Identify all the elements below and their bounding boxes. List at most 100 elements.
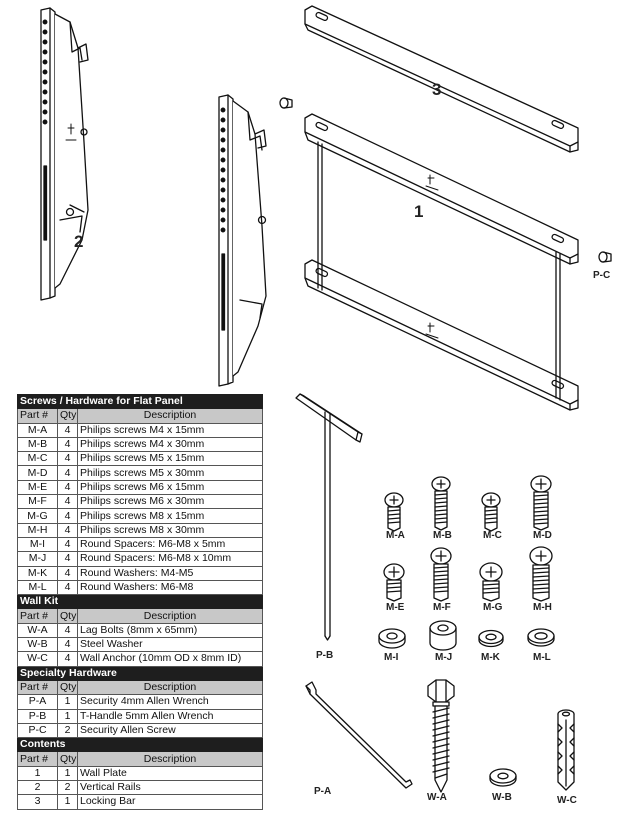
- part-cell: W-C: [17, 651, 58, 667]
- vertical-rail-right-drawing: [218, 94, 267, 387]
- callout-wall-plate: 1: [414, 202, 424, 221]
- label-mj: M-J: [435, 652, 453, 663]
- washer-ml-drawing: [527, 628, 555, 647]
- part-cell: M-K: [17, 565, 58, 581]
- section-title: Contents: [17, 737, 263, 753]
- description-cell: Philips screws M4 x 30mm: [77, 436, 263, 453]
- qty-cell: 1: [57, 765, 78, 782]
- section-title: Specialty Hardware: [17, 665, 263, 681]
- callout-vertical-rail: 2: [74, 232, 84, 251]
- label-me: M-E: [386, 602, 405, 613]
- qty-cell: 4: [57, 479, 78, 496]
- label-md: M-D: [533, 530, 552, 541]
- part-cell: 1: [17, 765, 58, 782]
- label-mc: M-C: [483, 530, 502, 541]
- part-cell: M-G: [17, 508, 58, 524]
- description-cell: Vertical Rails: [77, 780, 263, 796]
- description-cell: Steel Washer: [77, 637, 263, 653]
- part-cell: M-H: [17, 522, 58, 538]
- part-cell: M-I: [17, 536, 58, 553]
- col-part: Part #: [17, 608, 58, 624]
- qty-cell: 4: [57, 536, 78, 553]
- description-cell: Philips screws M4 x 15mm: [77, 422, 263, 438]
- part-cell: M-F: [17, 494, 58, 510]
- label-ma: M-A: [386, 530, 405, 541]
- description-cell: Round Spacers: M6-M8 x 5mm: [77, 536, 263, 553]
- label-mi: M-I: [384, 652, 399, 663]
- screw-mc-drawing: [481, 492, 501, 532]
- col-qty: Qty: [57, 679, 78, 696]
- security-screw-top-drawing: [279, 97, 612, 263]
- screw-me-drawing: [383, 563, 405, 602]
- col-qty: Qty: [57, 408, 78, 424]
- col-description: Description: [77, 608, 263, 624]
- col-description: Description: [77, 408, 263, 424]
- description-cell: Wall Plate: [77, 765, 263, 782]
- qty-cell: 4: [57, 494, 78, 510]
- label-ml: M-L: [533, 652, 551, 663]
- wall-anchor-drawing: [557, 709, 575, 791]
- col-part: Part #: [17, 408, 58, 424]
- description-cell: Locking Bar: [77, 794, 263, 810]
- qty-cell: 4: [57, 551, 78, 567]
- col-part: Part #: [17, 751, 58, 767]
- label-mh: M-H: [533, 602, 552, 613]
- qty-cell: 4: [57, 522, 78, 538]
- spacer-mi-drawing: [378, 628, 406, 649]
- qty-cell: 4: [57, 565, 78, 581]
- screw-mf-drawing: [430, 547, 452, 602]
- description-cell: Lag Bolts (8mm x 65mm): [77, 622, 263, 639]
- part-cell: M-J: [17, 551, 58, 567]
- description-cell: Philips screws M5 x 30mm: [77, 465, 263, 481]
- description-cell: Security Allen Screw: [77, 722, 263, 739]
- part-cell: M-L: [17, 579, 58, 596]
- label-mg: M-G: [483, 602, 503, 613]
- qty-cell: 4: [57, 436, 78, 453]
- vertical-rail-left-drawing: [40, 7, 89, 301]
- locking-bar-drawing: [304, 5, 579, 153]
- description-cell: Philips screws M5 x 15mm: [77, 451, 263, 467]
- description-cell: Philips screws M8 x 15mm: [77, 508, 263, 524]
- col-part: Part #: [17, 679, 58, 696]
- label-wa: W-A: [427, 792, 447, 803]
- screw-md-drawing: [530, 475, 552, 531]
- callout-locking-bar: 3: [432, 80, 442, 99]
- part-cell: M-A: [17, 422, 58, 438]
- description-cell: Philips screws M6 x 30mm: [77, 494, 263, 510]
- col-description: Description: [77, 679, 263, 696]
- spacer-mj-drawing: [429, 620, 457, 651]
- label-mb: M-B: [433, 530, 452, 541]
- label-pc: P-C: [593, 270, 611, 281]
- qty-cell: 4: [57, 579, 78, 596]
- part-cell: 2: [17, 780, 58, 796]
- part-cell: P-C: [17, 722, 58, 739]
- section-title: Screws / Hardware for Flat Panel: [17, 393, 263, 410]
- part-cell: 3: [17, 794, 58, 810]
- part-cell: W-B: [17, 637, 58, 653]
- section-flat-panel: Screws / Hardware for Flat Panel: [17, 393, 263, 410]
- qty-cell: 4: [57, 637, 78, 653]
- part-cell: M-E: [17, 479, 58, 496]
- part-cell: M-B: [17, 436, 58, 453]
- description-cell: T-Handle 5mm Allen Wrench: [77, 708, 263, 724]
- description-cell: Philips screws M8 x 30mm: [77, 522, 263, 538]
- col-qty: Qty: [57, 608, 78, 624]
